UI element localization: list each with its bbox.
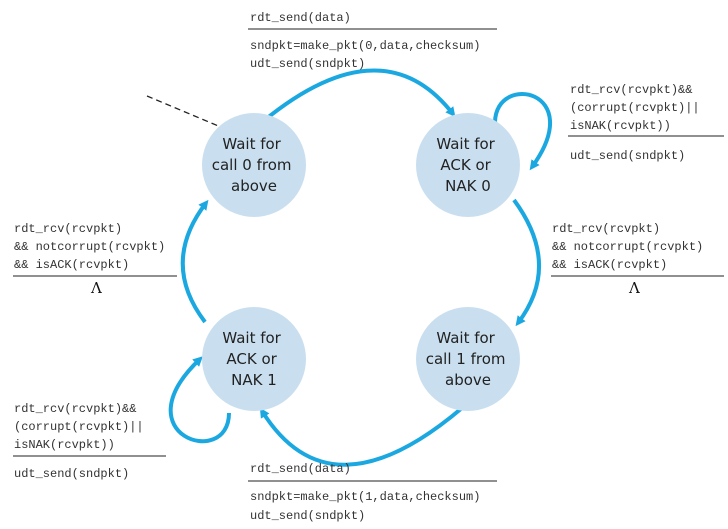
self-loop-left-action: udt_send(sndpkt) xyxy=(14,467,129,481)
transition-bottom-action-1: sndpkt=make_pkt(1,data,checksum) xyxy=(250,490,480,504)
transition-top-action-2: udt_send(sndpkt) xyxy=(250,57,365,71)
state-wait-ack-nak-0-label: Wait for ACK or NAK 0 xyxy=(436,135,499,195)
transition-bottom-event: rdt_send(data) xyxy=(250,462,351,476)
transition-left-event-2: && notcorrupt(rcvpkt) xyxy=(14,240,165,254)
self-loop-left-arrow xyxy=(168,356,231,444)
state-wait-call-0 xyxy=(202,113,306,217)
self-loop-right-action: udt_send(sndpkt) xyxy=(570,149,685,163)
transition-top-action-1: sndpkt=make_pkt(0,data,checksum) xyxy=(250,39,480,53)
transition-top-event: rdt_send(data) xyxy=(250,11,351,25)
transition-left-lambda: Λ xyxy=(90,279,102,297)
state-wait-call-1-label: Wait for call 1 from above xyxy=(426,329,511,389)
transition-left-label: rdt_rcv(rcvpkt) && notcorrupt(rcvpkt) &&… xyxy=(13,222,177,297)
transition-right-arrow xyxy=(512,198,541,327)
self-loop-right-label: rdt_rcv(rcvpkt)&& (corrupt(rcvpkt)|| isN… xyxy=(568,83,724,163)
self-loop-left-label: rdt_rcv(rcvpkt)&& (corrupt(rcvpkt)|| isN… xyxy=(13,402,166,481)
state-wait-ack-nak-0 xyxy=(416,113,520,217)
state-wait-ack-nak-1 xyxy=(202,307,306,411)
transition-top-label: rdt_send(data) sndpkt=make_pkt(0,data,ch… xyxy=(248,11,497,71)
state-wait-call-1 xyxy=(416,307,520,411)
self-loop-left-event-1: rdt_rcv(rcvpkt)&& xyxy=(14,402,136,416)
state-wait-call-0-label: Wait for call 0 from above xyxy=(212,135,297,195)
transition-bottom-label: rdt_send(data) sndpkt=make_pkt(1,data,ch… xyxy=(248,462,497,523)
transition-right-label: rdt_rcv(rcvpkt) && notcorrupt(rcvpkt) &&… xyxy=(551,222,724,297)
transition-right-event-2: && notcorrupt(rcvpkt) xyxy=(552,240,703,254)
self-loop-right-event-3: isNAK(rcvpkt)) xyxy=(570,119,671,133)
transition-left-event-3: && isACK(rcvpkt) xyxy=(14,258,129,272)
transition-top-arrow xyxy=(252,68,456,131)
transition-bottom-arrow xyxy=(259,406,464,467)
self-loop-right-event-2: (corrupt(rcvpkt)|| xyxy=(570,101,700,115)
initial-state-arrow xyxy=(146,95,239,136)
state-wait-ack-nak-1-label: Wait for ACK or NAK 1 xyxy=(222,329,285,389)
transition-left-arrow xyxy=(180,199,209,324)
transition-left-event-1: rdt_rcv(rcvpkt) xyxy=(14,222,122,236)
self-loop-right-event-1: rdt_rcv(rcvpkt)&& xyxy=(570,83,692,97)
self-loop-left-event-3: isNAK(rcvpkt)) xyxy=(14,438,115,452)
transition-right-event-3: && isACK(rcvpkt) xyxy=(552,258,667,272)
transition-right-lambda: Λ xyxy=(628,279,640,297)
self-loop-left-event-2: (corrupt(rcvpkt)|| xyxy=(14,420,144,434)
self-loop-right-arrow xyxy=(493,91,552,171)
transition-right-event-1: rdt_rcv(rcvpkt) xyxy=(552,222,660,236)
transition-bottom-action-2: udt_send(sndpkt) xyxy=(250,509,365,523)
